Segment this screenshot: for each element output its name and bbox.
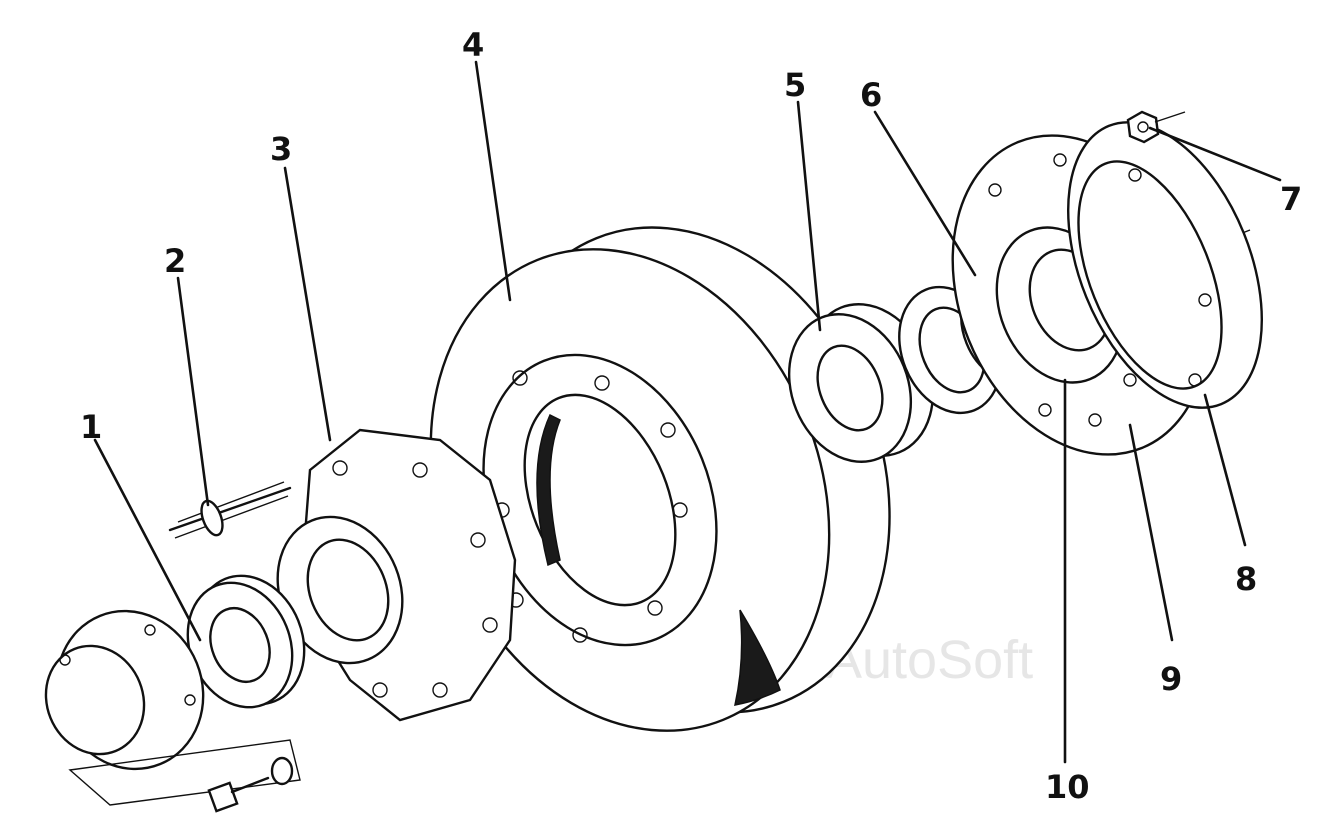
brake-drum-part — [429, 226, 891, 732]
leader-7 — [1148, 126, 1282, 182]
leader-4 — [474, 60, 512, 302]
leader-3 — [283, 166, 332, 442]
leader-9 — [1128, 423, 1174, 642]
stud-bolt-part — [168, 481, 292, 539]
callout-3: 3 — [270, 130, 292, 168]
leader-8 — [1203, 393, 1247, 547]
callout-2: 2 — [164, 242, 186, 280]
callout-10: 10 — [1045, 768, 1090, 806]
hub-part — [276, 428, 517, 722]
leader-5 — [796, 100, 822, 332]
watermark-text: AutoSoft — [826, 630, 1033, 690]
callout-7: 7 — [1280, 180, 1302, 218]
leader-2 — [176, 276, 210, 507]
inner-bearing-part — [186, 574, 306, 709]
rear-housing-part — [1053, 121, 1263, 409]
callout-4: 4 — [462, 26, 484, 64]
callout-5: 5 — [784, 66, 806, 104]
outer-bearing-part — [787, 303, 935, 463]
leader-1 — [93, 438, 202, 642]
callout-6: 6 — [860, 76, 882, 114]
leader-6 — [873, 110, 977, 277]
nut-part — [1126, 110, 1186, 144]
hub-cap-part — [44, 609, 205, 771]
cap-bolt-part — [68, 739, 301, 813]
callout-1: 1 — [80, 408, 102, 446]
callout-8: 8 — [1235, 560, 1257, 598]
callout-9: 9 — [1160, 660, 1182, 698]
